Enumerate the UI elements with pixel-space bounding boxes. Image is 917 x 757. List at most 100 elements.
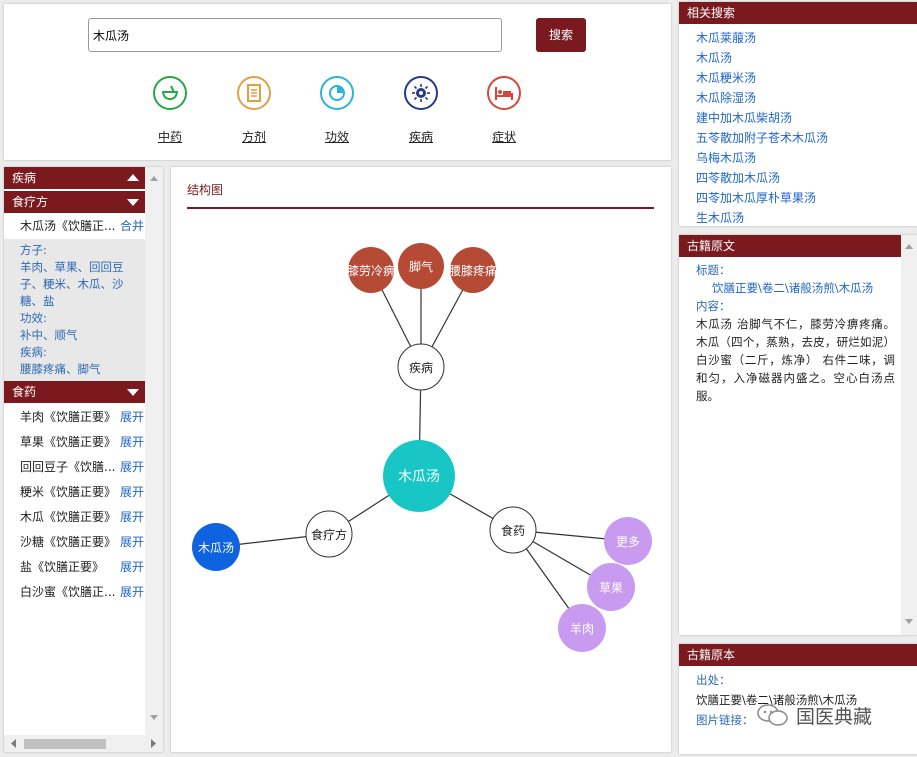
category-symptom[interactable]: 症状 (474, 76, 534, 145)
graph-node-disease-leaf[interactable]: 腰膝疼痛 (449, 247, 497, 293)
herb-name: 木瓜《饮膳正要》 (20, 510, 117, 524)
related-link[interactable]: 乌梅木瓜汤 (696, 151, 757, 165)
herb-section-header[interactable]: 食药 (4, 381, 145, 403)
herb-item[interactable]: 羊肉《饮膳正要》展开 (4, 405, 145, 430)
content-text: 木瓜汤 治脚气不仁，膝劳冷痹疼痛。木瓜（四个，蒸熟，去皮，研烂如泥）白沙蜜（二斤… (696, 317, 895, 403)
formula-section-header[interactable]: 食疗方 (4, 191, 145, 213)
expand-link[interactable]: 展开 (120, 560, 145, 574)
detail-key: 功效: (20, 311, 47, 325)
category-label: 中药 (157, 130, 182, 144)
expand-link[interactable]: 展开 (120, 585, 145, 599)
category-formula[interactable]: 方剂 (224, 76, 284, 145)
graph-node-formula[interactable]: 食疗方 (305, 510, 353, 558)
detail-key: 方子: (20, 243, 47, 257)
scrollbar-arrows (905, 244, 913, 624)
expand-link[interactable]: 展开 (120, 535, 145, 549)
ancient-text-panel: 古籍原文 标题： 饮膳正要\卷二\诸般汤煎\木瓜汤 内容： 木瓜汤 治脚气不仁，… (679, 235, 917, 635)
graph-node-formula-leaf[interactable]: 木瓜汤 (192, 523, 240, 571)
node-label: 更多 (616, 535, 640, 549)
category-herb[interactable]: 中药 (140, 76, 200, 145)
expand-icon[interactable] (127, 389, 139, 396)
category-efficacy[interactable]: 功效 (307, 76, 367, 145)
graph-node-center[interactable]: 木瓜汤 (383, 440, 455, 512)
expand-link[interactable]: 展开 (120, 485, 145, 499)
scrollbar-arrows (11, 739, 156, 748)
ancient-book-header: 古籍原本 (679, 644, 917, 666)
section-title: 食疗方 (12, 195, 49, 209)
herb-name: 白沙蜜《饮膳正... (20, 585, 116, 599)
expand-link[interactable]: 展开 (120, 435, 145, 449)
related-link[interactable]: 五苓散加附子苍术木瓜汤 (696, 131, 829, 145)
formula-name: 木瓜汤《饮膳正... (20, 219, 116, 233)
structure-graph[interactable]: 木瓜汤 疾病 食疗方 食药 膝劳冷痹 脚气 腰膝疼痛 木瓜汤 (171, 167, 671, 752)
graph-node-herb-leaf[interactable]: 更多 (604, 517, 652, 565)
graph-title: 结构图 (187, 183, 224, 197)
related-link[interactable]: 四苓散加木瓜汤 (696, 171, 781, 185)
related-link[interactable]: 建中加木瓜柴胡汤 (696, 111, 793, 125)
related-link[interactable]: 木瓜莱菔汤 (696, 31, 757, 45)
related-link[interactable]: 木瓜除湿汤 (696, 91, 757, 105)
expand-icon[interactable] (127, 199, 139, 206)
node-label: 食药 (501, 523, 525, 538)
related-link[interactable]: 木瓜汤 (696, 51, 733, 65)
node-label: 木瓜汤 (398, 469, 440, 485)
related-header: 相关搜索 (679, 2, 917, 24)
herb-item[interactable]: 沙糖《饮膳正要》展开 (4, 530, 145, 555)
title-divider (187, 207, 654, 209)
search-button[interactable]: 搜索 (536, 18, 586, 52)
vertical-scrollbar[interactable] (901, 235, 917, 635)
detail-value: 腰膝疼痛、脚气 (20, 362, 101, 376)
mortar-icon (153, 76, 187, 110)
herb-item[interactable]: 草果《饮膳正要》展开 (4, 430, 145, 455)
structure-graph-panel: 结构图 木瓜汤 疾病 食疗方 食药 (171, 167, 671, 752)
scrollbar-arrows (150, 176, 158, 720)
related-link[interactable]: 木瓜粳米汤 (696, 71, 757, 85)
section-title: 食药 (12, 385, 37, 399)
node-label: 羊肉 (570, 621, 594, 636)
merge-link[interactable]: 合并 (120, 219, 145, 233)
related-link[interactable]: 生木瓜汤 (696, 211, 745, 225)
graph-node-disease[interactable]: 疾病 (397, 343, 445, 391)
formula-item[interactable]: 木瓜汤《饮膳正... 合并 (4, 213, 145, 239)
category-disease[interactable]: 疾病 (391, 76, 451, 145)
graph-node-disease-leaf[interactable]: 膝劳冷痹 (347, 247, 395, 293)
graph-node-disease-leaf[interactable]: 脚气 (398, 243, 444, 289)
expand-link[interactable]: 展开 (120, 510, 145, 524)
herb-item[interactable]: 盐《饮膳正要》展开 (4, 555, 145, 580)
title-key: 标题： (696, 263, 731, 277)
source-value: 饮膳正要\卷二\诸般汤煎\木瓜汤 (696, 693, 858, 707)
herb-item[interactable]: 粳米《饮膳正要》展开 (4, 480, 145, 505)
herb-name: 沙糖《饮膳正要》 (20, 535, 117, 549)
ancient-text-header: 古籍原文 (679, 235, 901, 257)
title-value[interactable]: 饮膳正要\卷二\诸般汤煎\木瓜汤 (712, 281, 874, 295)
category-label: 疾病 (408, 130, 433, 144)
herb-item[interactable]: 白沙蜜《饮膳正... 展开 (4, 580, 145, 605)
horizontal-scrollbar[interactable] (4, 735, 163, 752)
left-sidebar: 疾病 食疗方 木瓜汤《饮膳正... 合并 方子: 羊肉、草果、回回豆子、粳米、木… (4, 167, 163, 752)
detail-value: 补中、顺气 (20, 328, 78, 342)
herb-name: 回回豆子《饮膳... (20, 460, 116, 474)
expand-link[interactable]: 展开 (120, 460, 145, 474)
graph-node-herb[interactable]: 食药 (489, 506, 537, 554)
content-key: 内容： (696, 299, 731, 313)
scrollbar-thumb[interactable] (24, 739, 106, 749)
node-label: 草果 (599, 581, 623, 595)
search-input[interactable] (88, 18, 502, 52)
disease-section-header[interactable]: 疾病 (4, 167, 145, 189)
related-link[interactable]: 四苓加木瓜厚朴草果汤 (696, 191, 817, 205)
vertical-scrollbar[interactable] (145, 167, 163, 735)
graph-node-herb-leaf[interactable]: 草果 (587, 563, 635, 611)
herb-name: 羊肉《饮膳正要》 (20, 410, 117, 424)
virus-icon (404, 76, 438, 110)
expand-link[interactable]: 展开 (120, 410, 145, 424)
image-link-key: 图片链接： (696, 713, 754, 727)
collapse-icon[interactable] (127, 174, 139, 181)
search-panel: 搜索 中药 方剂 功效 疾病 症状 (4, 4, 671, 160)
herb-item[interactable]: 回回豆子《饮膳... 展开 (4, 455, 145, 480)
watermark: 国医典藏 (756, 702, 872, 729)
graph-node-herb-leaf[interactable]: 羊肉 (558, 604, 606, 652)
section-title: 疾病 (12, 171, 37, 185)
node-label: 疾病 (409, 360, 433, 375)
herb-item[interactable]: 木瓜《饮膳正要》展开 (4, 505, 145, 530)
pie-chart-icon (320, 76, 354, 110)
